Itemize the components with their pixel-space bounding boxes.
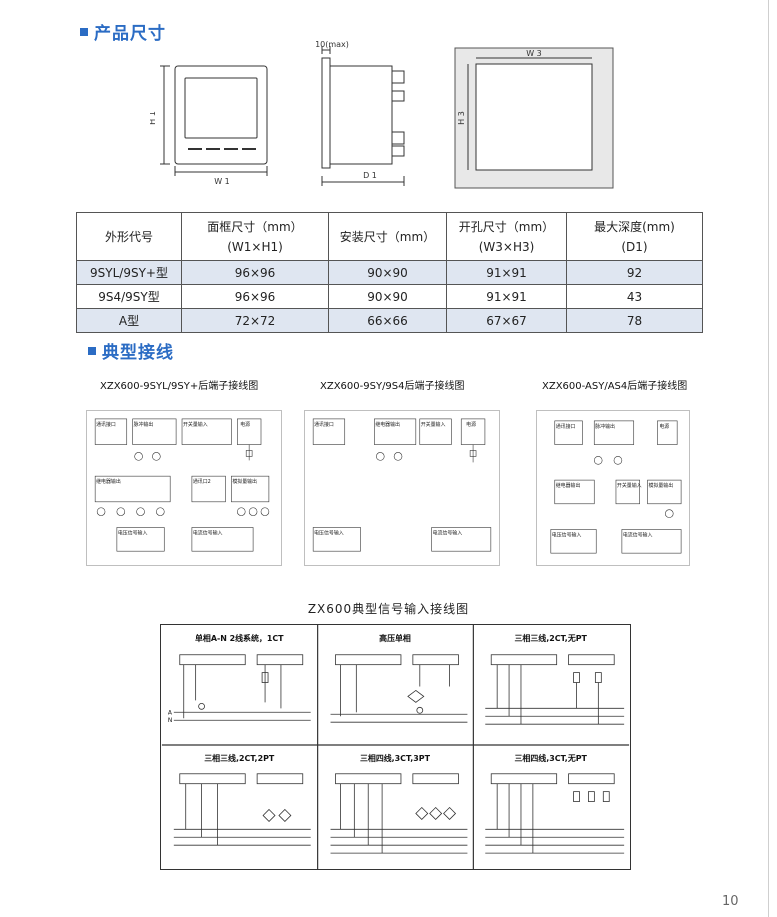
current-in-label: 电流信号输入 bbox=[193, 529, 223, 536]
relay-out-label: 继电器输出 bbox=[375, 421, 400, 428]
wiring-diagram-2: 通讯接口 继电器输出 开关量输入 电源 电压信号输入 电流信号输入 bbox=[304, 410, 500, 566]
svg-text:A: A bbox=[168, 709, 173, 716]
d1-label: D 1 bbox=[363, 171, 377, 180]
page-number: 10 bbox=[722, 894, 739, 909]
power-label: 电源 bbox=[659, 423, 669, 430]
voltage-in-label: 电压信号输入 bbox=[118, 529, 148, 536]
signal-cell-title: 三相三线,2CT,2PT bbox=[204, 753, 275, 763]
pulse-label: 脉冲输出 bbox=[595, 423, 615, 430]
power-label: 电源 bbox=[240, 421, 250, 428]
comm-label: 通讯接口 bbox=[556, 423, 576, 430]
wiring-diagram-title-1: XZX600-9SYL/9SY+后端子接线图 bbox=[100, 381, 259, 392]
signal-cell-title: 三相三线,2CT,无PT bbox=[515, 633, 588, 643]
table-row: 9S4/9SY型 96×96 90×90 91×91 43 bbox=[76, 284, 703, 309]
spec-table: 外形代号 面框尺寸（mm）(W1×H1) 安装尺寸（mm） 开孔尺寸（mm）(W… bbox=[76, 212, 703, 333]
wiring-diagram-title-2: XZX600-9SY/9S4后端子接线图 bbox=[320, 381, 465, 392]
table-cell: 9SYL/9SY+型 bbox=[76, 260, 182, 285]
section-bullet-icon bbox=[80, 27, 88, 36]
signal-cell-title: 单相A-N 2线系统，1CT bbox=[195, 633, 284, 643]
table-row: 9SYL/9SY+型 96×96 90×90 91×91 92 bbox=[76, 260, 703, 285]
svg-text:N: N bbox=[168, 717, 172, 724]
comm-label: 通讯接口 bbox=[96, 421, 116, 428]
section-title-text: 典型接线 bbox=[102, 343, 174, 363]
signal-cell-6-drawing bbox=[485, 773, 625, 854]
table-cell: 67×67 bbox=[446, 308, 567, 333]
section-title-text: 产品尺寸 bbox=[94, 24, 166, 44]
header-cell: 面框尺寸（mm）(W1×H1) bbox=[181, 212, 329, 261]
signal-section-title: ZX600典型信号输入接线图 bbox=[307, 602, 470, 616]
max-10-label: 10(max) bbox=[315, 40, 349, 49]
analog-out-label: 模拟量输出 bbox=[232, 478, 257, 485]
side-view-drawing bbox=[321, 46, 405, 186]
current-in-label: 电流信号输入 bbox=[623, 531, 653, 538]
wiring-diagram-1: 通讯接口 脉冲输出 开关量输入 电源 继电器输出 通讯口2 模拟量输出 电压信号… bbox=[86, 410, 282, 566]
pulse-label: 脉冲输出 bbox=[134, 421, 154, 428]
table-cell: 66×66 bbox=[328, 308, 447, 333]
table-cell: 90×90 bbox=[328, 284, 447, 309]
signal-cell-3-drawing bbox=[485, 654, 625, 725]
relay-out-label: 继电器输出 bbox=[96, 478, 121, 485]
analog-out-label: 模拟量输出 bbox=[649, 482, 674, 489]
signal-wiring-grid: 单相A-N 2线系统，1CT 高压单相 三相三线,2CT,无PT 三相三线,2C… bbox=[160, 624, 631, 870]
signal-cell-1-drawing bbox=[173, 654, 311, 721]
voltage-in-label: 电压信号输入 bbox=[314, 529, 344, 536]
signal-cell-title: 三相四线,3CT,3PT bbox=[360, 753, 431, 763]
comm-label: 通讯接口 bbox=[314, 421, 334, 428]
dimension-drawings: W 1 H 1 10(max) D 1 W 3 H 3 bbox=[150, 40, 614, 189]
table-cell: 78 bbox=[566, 308, 703, 333]
header-cell: 安装尺寸（mm） bbox=[328, 212, 447, 261]
header-cell: 外形代号 bbox=[76, 212, 182, 261]
relay-out-label: 继电器输出 bbox=[556, 482, 581, 489]
section-title-wiring: 典型接线 bbox=[88, 338, 174, 363]
voltage-in-label: 电压信号输入 bbox=[552, 531, 582, 538]
signal-cell-5-drawing bbox=[330, 773, 468, 854]
table-cell: 96×96 bbox=[181, 260, 329, 285]
table-cell: 96×96 bbox=[181, 284, 329, 309]
table-cell: 90×90 bbox=[328, 260, 447, 285]
page-right-border bbox=[768, 0, 769, 917]
table-cell: A型 bbox=[76, 308, 182, 333]
table-cell: 92 bbox=[566, 260, 703, 285]
switch-in-label: 开关量输入 bbox=[183, 421, 208, 428]
wiring-diagram-3: 通讯接口 脉冲输出 电源 继电器输出 开关量输入 模拟量输出 电压信号输入 电流… bbox=[536, 410, 690, 566]
header-cell: 最大深度(mm)(D1) bbox=[566, 212, 703, 261]
switch-in-label: 开关量输入 bbox=[421, 421, 446, 428]
table-cell: 91×91 bbox=[446, 260, 567, 285]
w3-label: W 3 bbox=[526, 49, 542, 58]
signal-cell-4-drawing bbox=[173, 773, 311, 846]
signal-cell-title: 高压单相 bbox=[379, 633, 411, 643]
table-cell: 9S4/9SY型 bbox=[76, 284, 182, 309]
h1-label: H 1 bbox=[150, 111, 157, 125]
spec-table-header: 外形代号 面框尺寸（mm）(W1×H1) 安装尺寸（mm） 开孔尺寸（mm）(W… bbox=[76, 212, 703, 261]
switch-in-label: 开关量输入 bbox=[617, 482, 642, 489]
h3-label: H 3 bbox=[457, 111, 466, 125]
signal-cell-2-drawing bbox=[330, 654, 468, 723]
table-cell: 43 bbox=[566, 284, 703, 309]
w1-label: W 1 bbox=[214, 177, 230, 186]
table-cell: 91×91 bbox=[446, 284, 567, 309]
wiring-diagram-title-3: XZX600-ASY/AS4后端子接线图 bbox=[542, 381, 688, 392]
signal-cell-title: 三相四线,3CT,无PT bbox=[515, 753, 588, 763]
comm2-label: 通讯口2 bbox=[193, 478, 211, 485]
header-cell: 开孔尺寸（mm）(W3×H3) bbox=[446, 212, 567, 261]
power-label: 电源 bbox=[466, 421, 476, 428]
section-bullet-icon bbox=[88, 346, 96, 355]
table-cell: 72×72 bbox=[181, 308, 329, 333]
section-title-dimensions: 产品尺寸 bbox=[80, 19, 166, 44]
current-in-label: 电流信号输入 bbox=[433, 529, 463, 536]
front-view-drawing bbox=[160, 65, 268, 176]
table-row: A型 72×72 66×66 67×67 78 bbox=[76, 308, 703, 333]
cutout-view-drawing bbox=[454, 47, 614, 189]
